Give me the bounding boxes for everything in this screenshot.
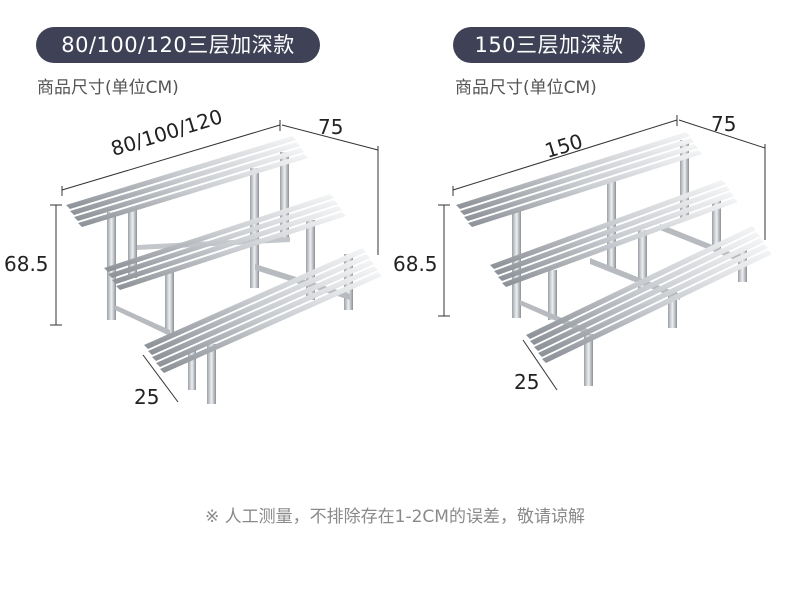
right-title: 150三层加深款: [474, 33, 624, 57]
right-dimension-lines: [438, 115, 766, 391]
right-title-badge: 150三层加深款: [453, 27, 645, 63]
left-height-label: 68.5: [4, 252, 49, 276]
right-step-label: 25: [514, 370, 540, 394]
left-depth-label: 75: [318, 115, 344, 139]
left-shelf-drawing: [50, 120, 382, 404]
left-subtitle: 商品尺寸(单位CM): [37, 78, 179, 98]
right-height-label: 68.5: [393, 252, 438, 276]
right-shelf-drawing: [438, 115, 772, 391]
right-depth-label: 75: [711, 112, 737, 136]
right-subtitle: 商品尺寸(单位CM): [455, 78, 597, 98]
left-title-badge: 80/100/120三层加深款: [36, 27, 320, 63]
left-middle-tier: [104, 194, 346, 290]
left-title: 80/100/120三层加深款: [61, 33, 295, 57]
right-middle-tier: [490, 180, 738, 287]
left-top-tier: [66, 136, 308, 227]
measurement-note: ※ 人工测量，不排除存在1-2CM的误差，敬请谅解: [205, 507, 585, 527]
right-top-tier: [456, 132, 702, 227]
left-bottom-tier: [144, 248, 382, 373]
left-step-label: 25: [134, 385, 160, 409]
right-bottom-tier: [526, 226, 772, 363]
left-dimension-lines: [50, 120, 379, 403]
